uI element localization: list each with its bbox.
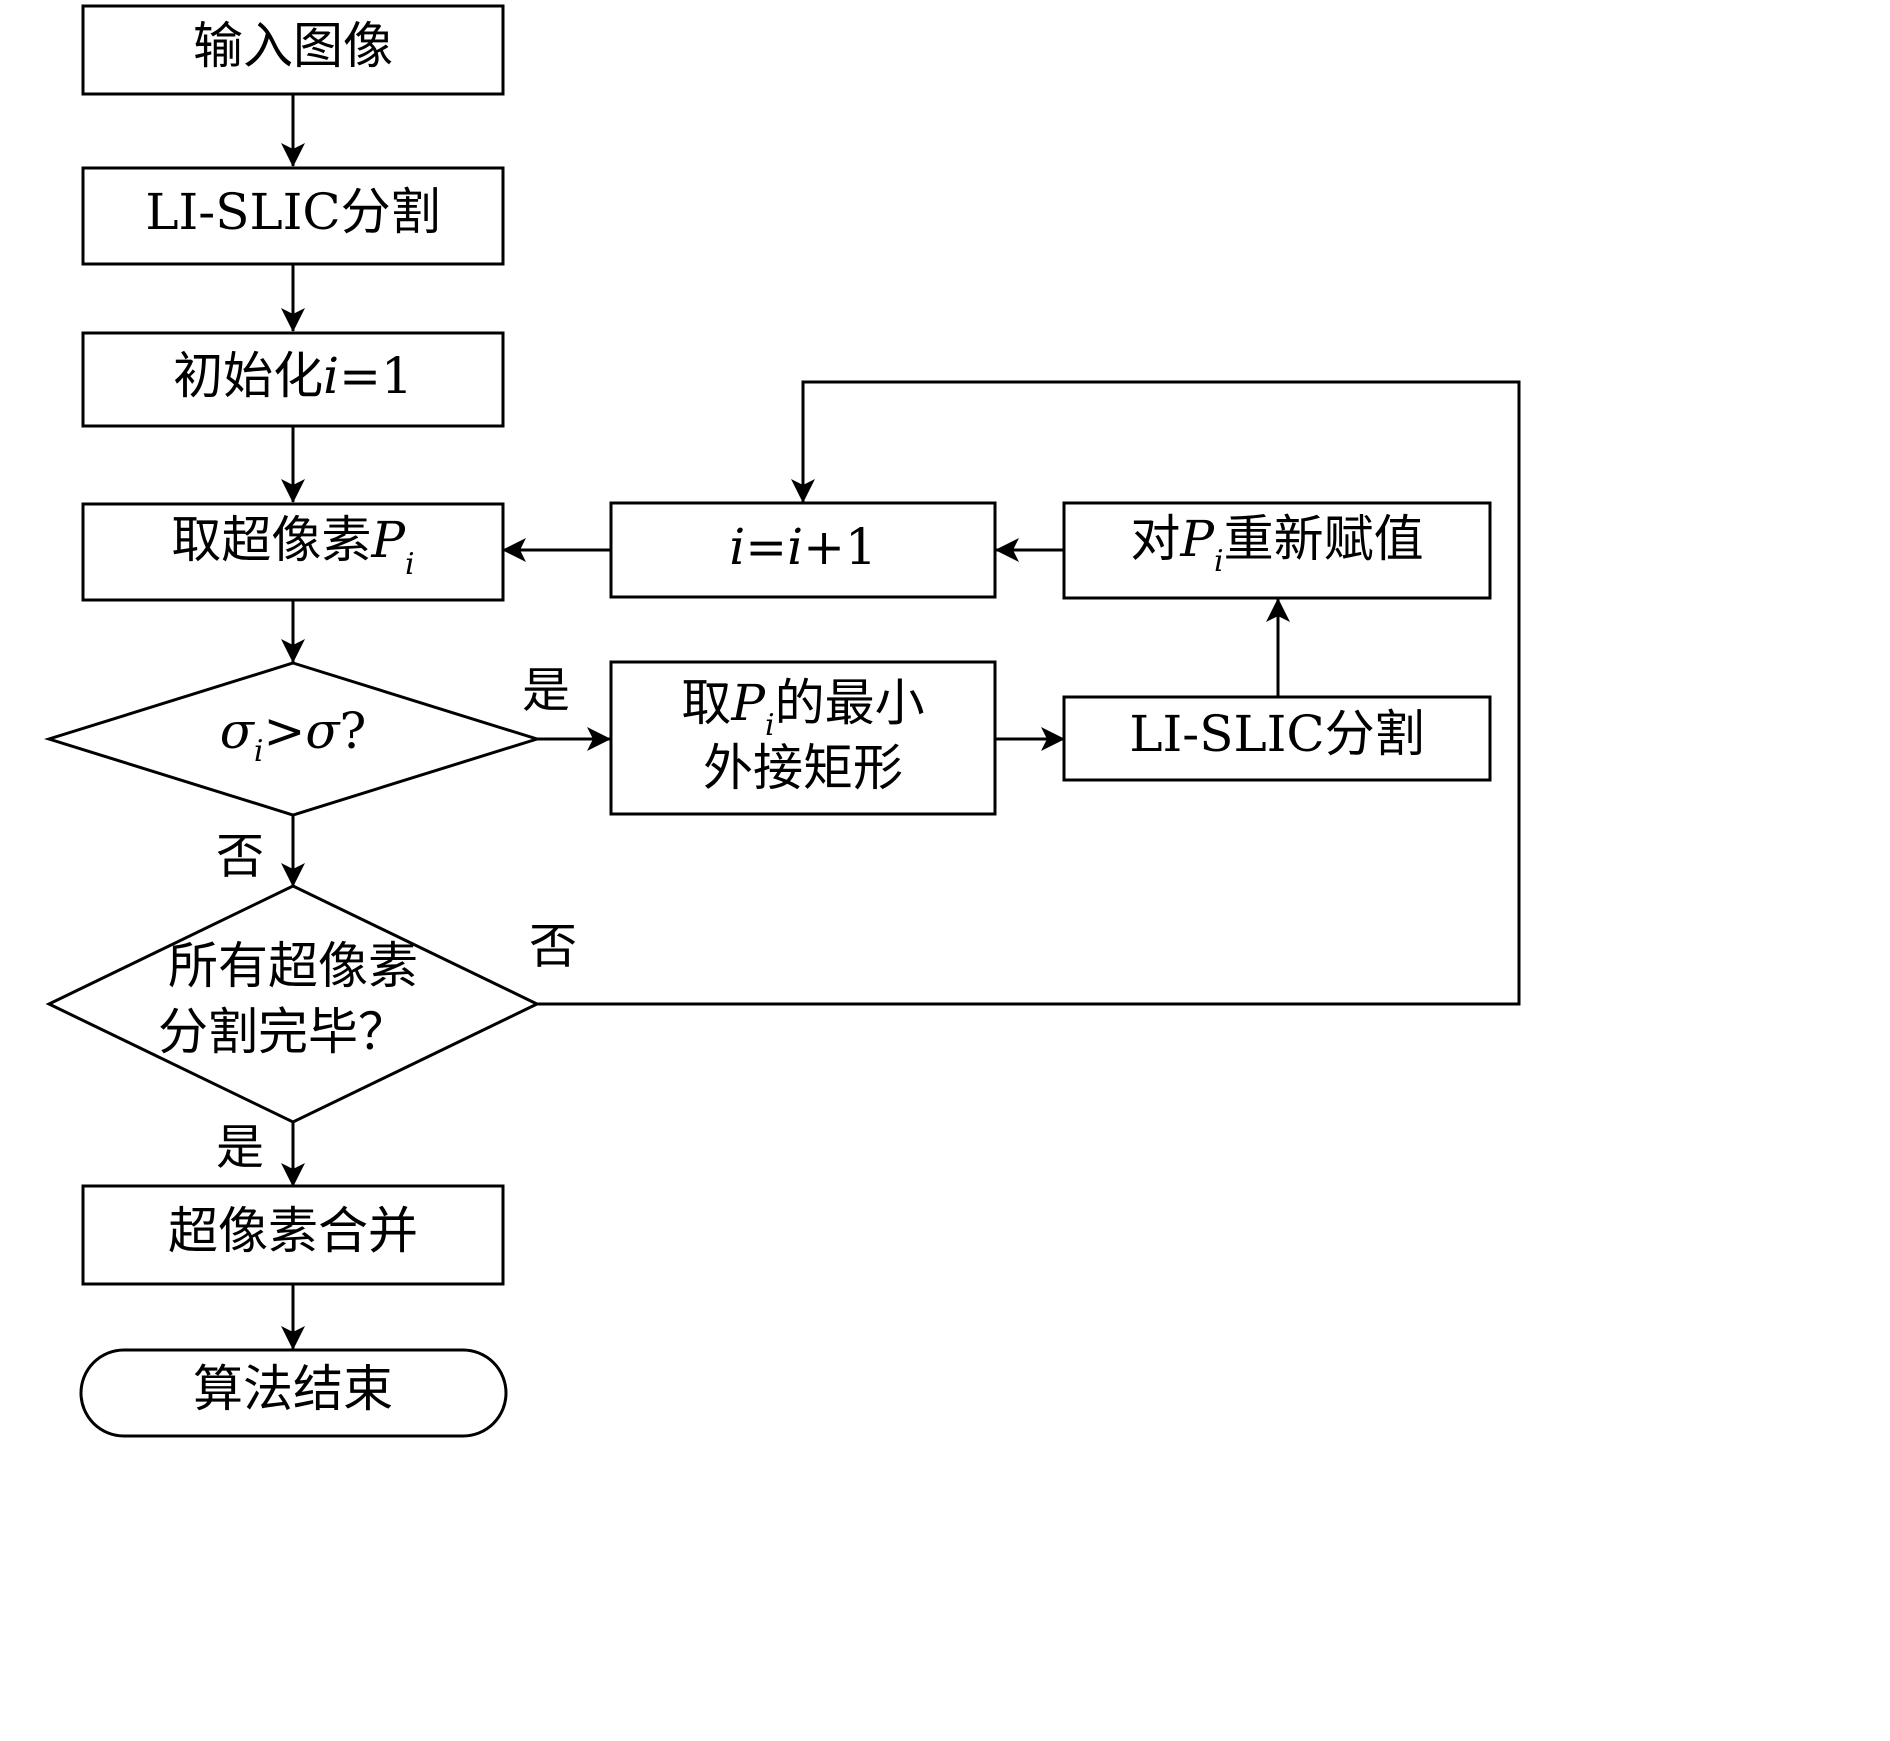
node-reassign-sub: i <box>1214 544 1224 579</box>
edge-label-cond1-no: 否 <box>216 829 264 885</box>
node-slic2-label: LI-SLIC分割 <box>1129 705 1424 763</box>
node-end-label: 算法结束 <box>193 1360 393 1418</box>
edge-labels: 是 否 否 是 <box>216 663 577 1176</box>
node-reassign-label: 对Pi重新赋值 <box>1130 510 1423 579</box>
node-increment: i=i+1 <box>609 501 997 599</box>
node-init-suffix: =1 <box>339 347 413 405</box>
node-rect-var: P <box>730 674 766 732</box>
node-cond2-line1: 所有超像素 <box>168 937 418 995</box>
node-rect-line2: 外接矩形 <box>703 739 903 797</box>
node-end: 算法结束 <box>79 1348 508 1438</box>
node-reassign-var: P <box>1179 510 1215 568</box>
node-reassign-suffix: 重新赋值 <box>1224 510 1424 568</box>
edge-label-cond2-yes: 是 <box>216 1120 264 1176</box>
node-merge-label: 超像素合并 <box>168 1202 418 1260</box>
node-slic1: LI-SLIC分割 <box>81 166 505 266</box>
node-slic2-box <box>1062 695 1492 782</box>
node-take-box <box>81 502 505 602</box>
node-init-var: i <box>323 347 339 405</box>
edges <box>281 94 1521 1350</box>
node-cond1-q: ? <box>339 702 366 760</box>
node-end-terminator <box>79 1348 508 1438</box>
node-init-box <box>81 331 505 428</box>
node-rect-line1: 取Pi的最小 <box>681 674 924 743</box>
node-cond2-line2: 分割完毕？ <box>158 1003 408 1061</box>
node-merge-box <box>81 1184 505 1286</box>
node-rect-suffix: 的最小 <box>775 674 925 732</box>
flowchart: 输入图像 LI-SLIC分割 初始化i=1 取超像素Pi σi>σ? 所有超像素… <box>43 4 1521 1438</box>
node-cond1-diamond <box>43 661 543 817</box>
node-reassign: 对Pi重新赋值 <box>1062 501 1492 600</box>
node-take: 取超像素Pi <box>81 502 505 602</box>
node-cond1-op: > <box>263 702 305 760</box>
node-slic1-box <box>81 166 505 266</box>
node-cond2: 所有超像素 分割完毕？ <box>45 884 541 1124</box>
edge-cond2-loop-to-increment <box>537 380 1521 1006</box>
node-take-prefix: 取超像素 <box>171 511 371 569</box>
node-merge: 超像素合并 <box>81 1184 505 1286</box>
node-init-prefix: 初始化 <box>173 347 323 405</box>
node-increment-var1: i <box>729 518 745 576</box>
node-increment-mid: = <box>745 518 787 576</box>
node-cond1-label: σi>σ? <box>220 702 367 769</box>
node-input-label: 输入图像 <box>193 17 393 75</box>
edge-label-cond1-yes: 是 <box>522 663 570 719</box>
node-init: 初始化i=1 <box>81 331 505 428</box>
node-reassign-prefix: 对 <box>1130 510 1180 568</box>
node-cond1-sigma2: σ <box>305 702 341 760</box>
node-init-label: 初始化i=1 <box>173 347 413 405</box>
node-take-var: P <box>370 511 406 569</box>
node-increment-box <box>609 501 997 599</box>
node-cond1-sigma: σ <box>220 702 256 760</box>
node-increment-suffix: +1 <box>803 518 877 576</box>
node-input: 输入图像 <box>81 4 505 96</box>
node-increment-var2: i <box>787 518 803 576</box>
node-slic2: LI-SLIC分割 <box>1062 695 1492 782</box>
node-slic1-label: LI-SLIC分割 <box>145 183 440 241</box>
node-rect-prefix: 取 <box>681 674 731 732</box>
node-take-label: 取超像素Pi <box>171 511 414 582</box>
node-rect-box <box>609 660 997 816</box>
node-cond1: σi>σ? <box>43 661 543 817</box>
edge-label-cond2-no: 否 <box>529 919 577 975</box>
node-input-box <box>81 4 505 96</box>
node-cond2-diamond <box>45 884 541 1124</box>
node-take-sub: i <box>405 547 415 582</box>
node-rect-sub: i <box>765 708 775 743</box>
node-rect: 取Pi的最小 外接矩形 <box>609 660 997 816</box>
node-reassign-box <box>1062 501 1492 600</box>
node-increment-label: i=i+1 <box>729 518 877 576</box>
node-cond1-sub: i <box>254 734 264 769</box>
